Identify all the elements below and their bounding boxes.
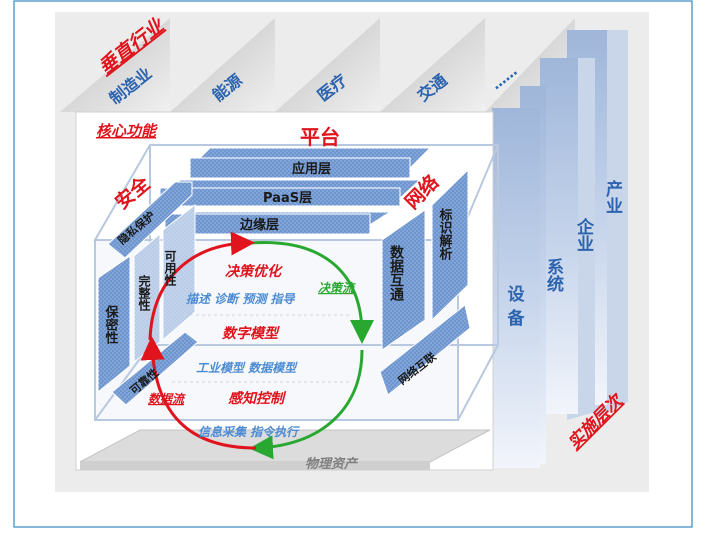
security-integrity-label: 完整性	[137, 274, 151, 312]
cycle-arrows	[140, 231, 374, 460]
perception-sub-label: 信息采集 指令执行	[198, 425, 300, 439]
panel-privacy	[107, 181, 193, 259]
decision-sub-label: 描述 诊断 预测 指导	[186, 292, 296, 306]
digital-model-label: 数字模型	[222, 325, 280, 342]
panel-interconnect	[379, 304, 471, 396]
data-flow-arrow	[140, 336, 257, 450]
security-availability-label: 可用性	[163, 250, 177, 287]
layer-paas-label: PaaS层	[263, 191, 312, 206]
physical-asset-label: 物理资产	[305, 456, 359, 472]
panel-availability	[162, 203, 196, 342]
vertical-industry-row	[60, 18, 575, 112]
layer-application-label: 应用层	[292, 161, 331, 177]
digital-sub-label: 工业模型 数据模型	[196, 361, 298, 375]
panel-identifier	[431, 168, 469, 322]
outer-border	[13, 0, 693, 528]
level-device: 设备	[507, 285, 526, 329]
perception-control-label: 感知控制	[228, 390, 287, 407]
layer-edge-label: 边缘层	[239, 217, 279, 233]
security-panels	[97, 181, 199, 406]
level-system: 系统	[543, 258, 564, 292]
decision-flow-arrow	[249, 240, 374, 344]
core-function-title: 核心功能	[96, 122, 158, 140]
panel-confidentiality	[97, 255, 131, 394]
network-identifier-label: 标识解析	[437, 207, 454, 261]
platform-layers	[158, 147, 432, 235]
data-flow-label: 数据流	[148, 392, 186, 406]
network-panels	[379, 168, 471, 396]
security-confidentiality-label: 保密性	[103, 304, 120, 344]
decision-optimization-label: 决策优化	[225, 263, 283, 280]
level-industry: 产业	[602, 179, 623, 214]
level-enterprise: 企业	[573, 217, 595, 252]
platform-title: 平台	[300, 125, 340, 149]
network-interop-label: 数据互通	[388, 244, 404, 302]
decision-flow-label: 决策流	[318, 281, 356, 295]
panel-interop	[381, 209, 426, 351]
implementation-levels	[492, 30, 628, 468]
